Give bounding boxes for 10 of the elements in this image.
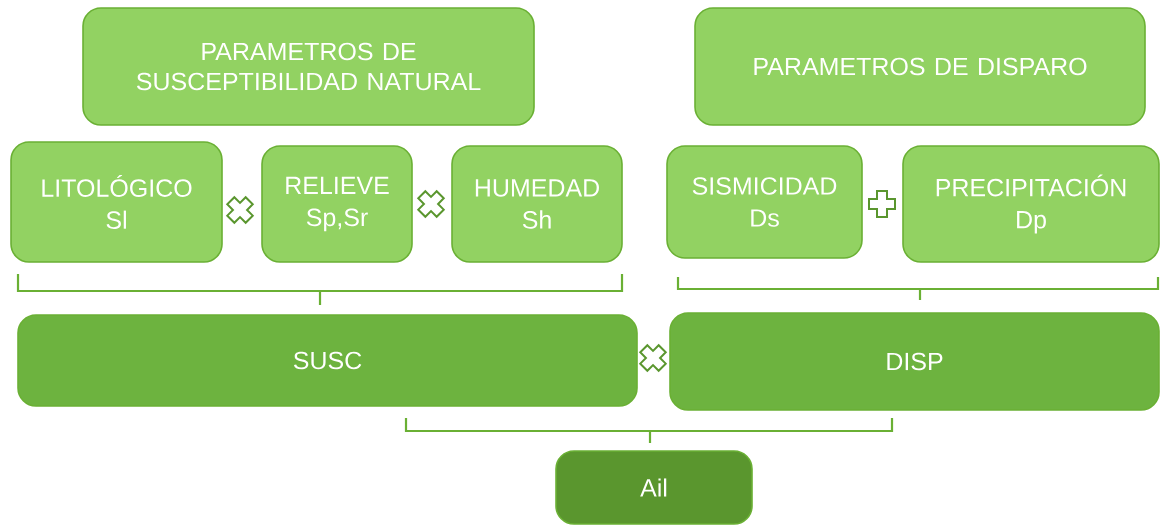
parameter-box: HUMEDAD Sh — [451, 145, 623, 263]
parameter-box: PRECIPITACIÓN Dp — [902, 145, 1160, 263]
parameter-box: PARAMETROS DE DISPARO — [694, 7, 1146, 126]
parameter-box: RELIEVE Sp,Sr — [261, 145, 413, 263]
parameter-box: Ail — [555, 450, 753, 525]
parameter-box: SUSC — [17, 314, 638, 407]
parameter-box: DISP — [669, 312, 1160, 411]
parameter-box: SISMICIDAD Ds — [666, 145, 863, 259]
parameter-box: LITOLÓGICO Sl — [10, 141, 223, 263]
parameter-box: PARAMETROS DE SUSCEPTIBILIDAD NATURAL — [82, 7, 535, 126]
